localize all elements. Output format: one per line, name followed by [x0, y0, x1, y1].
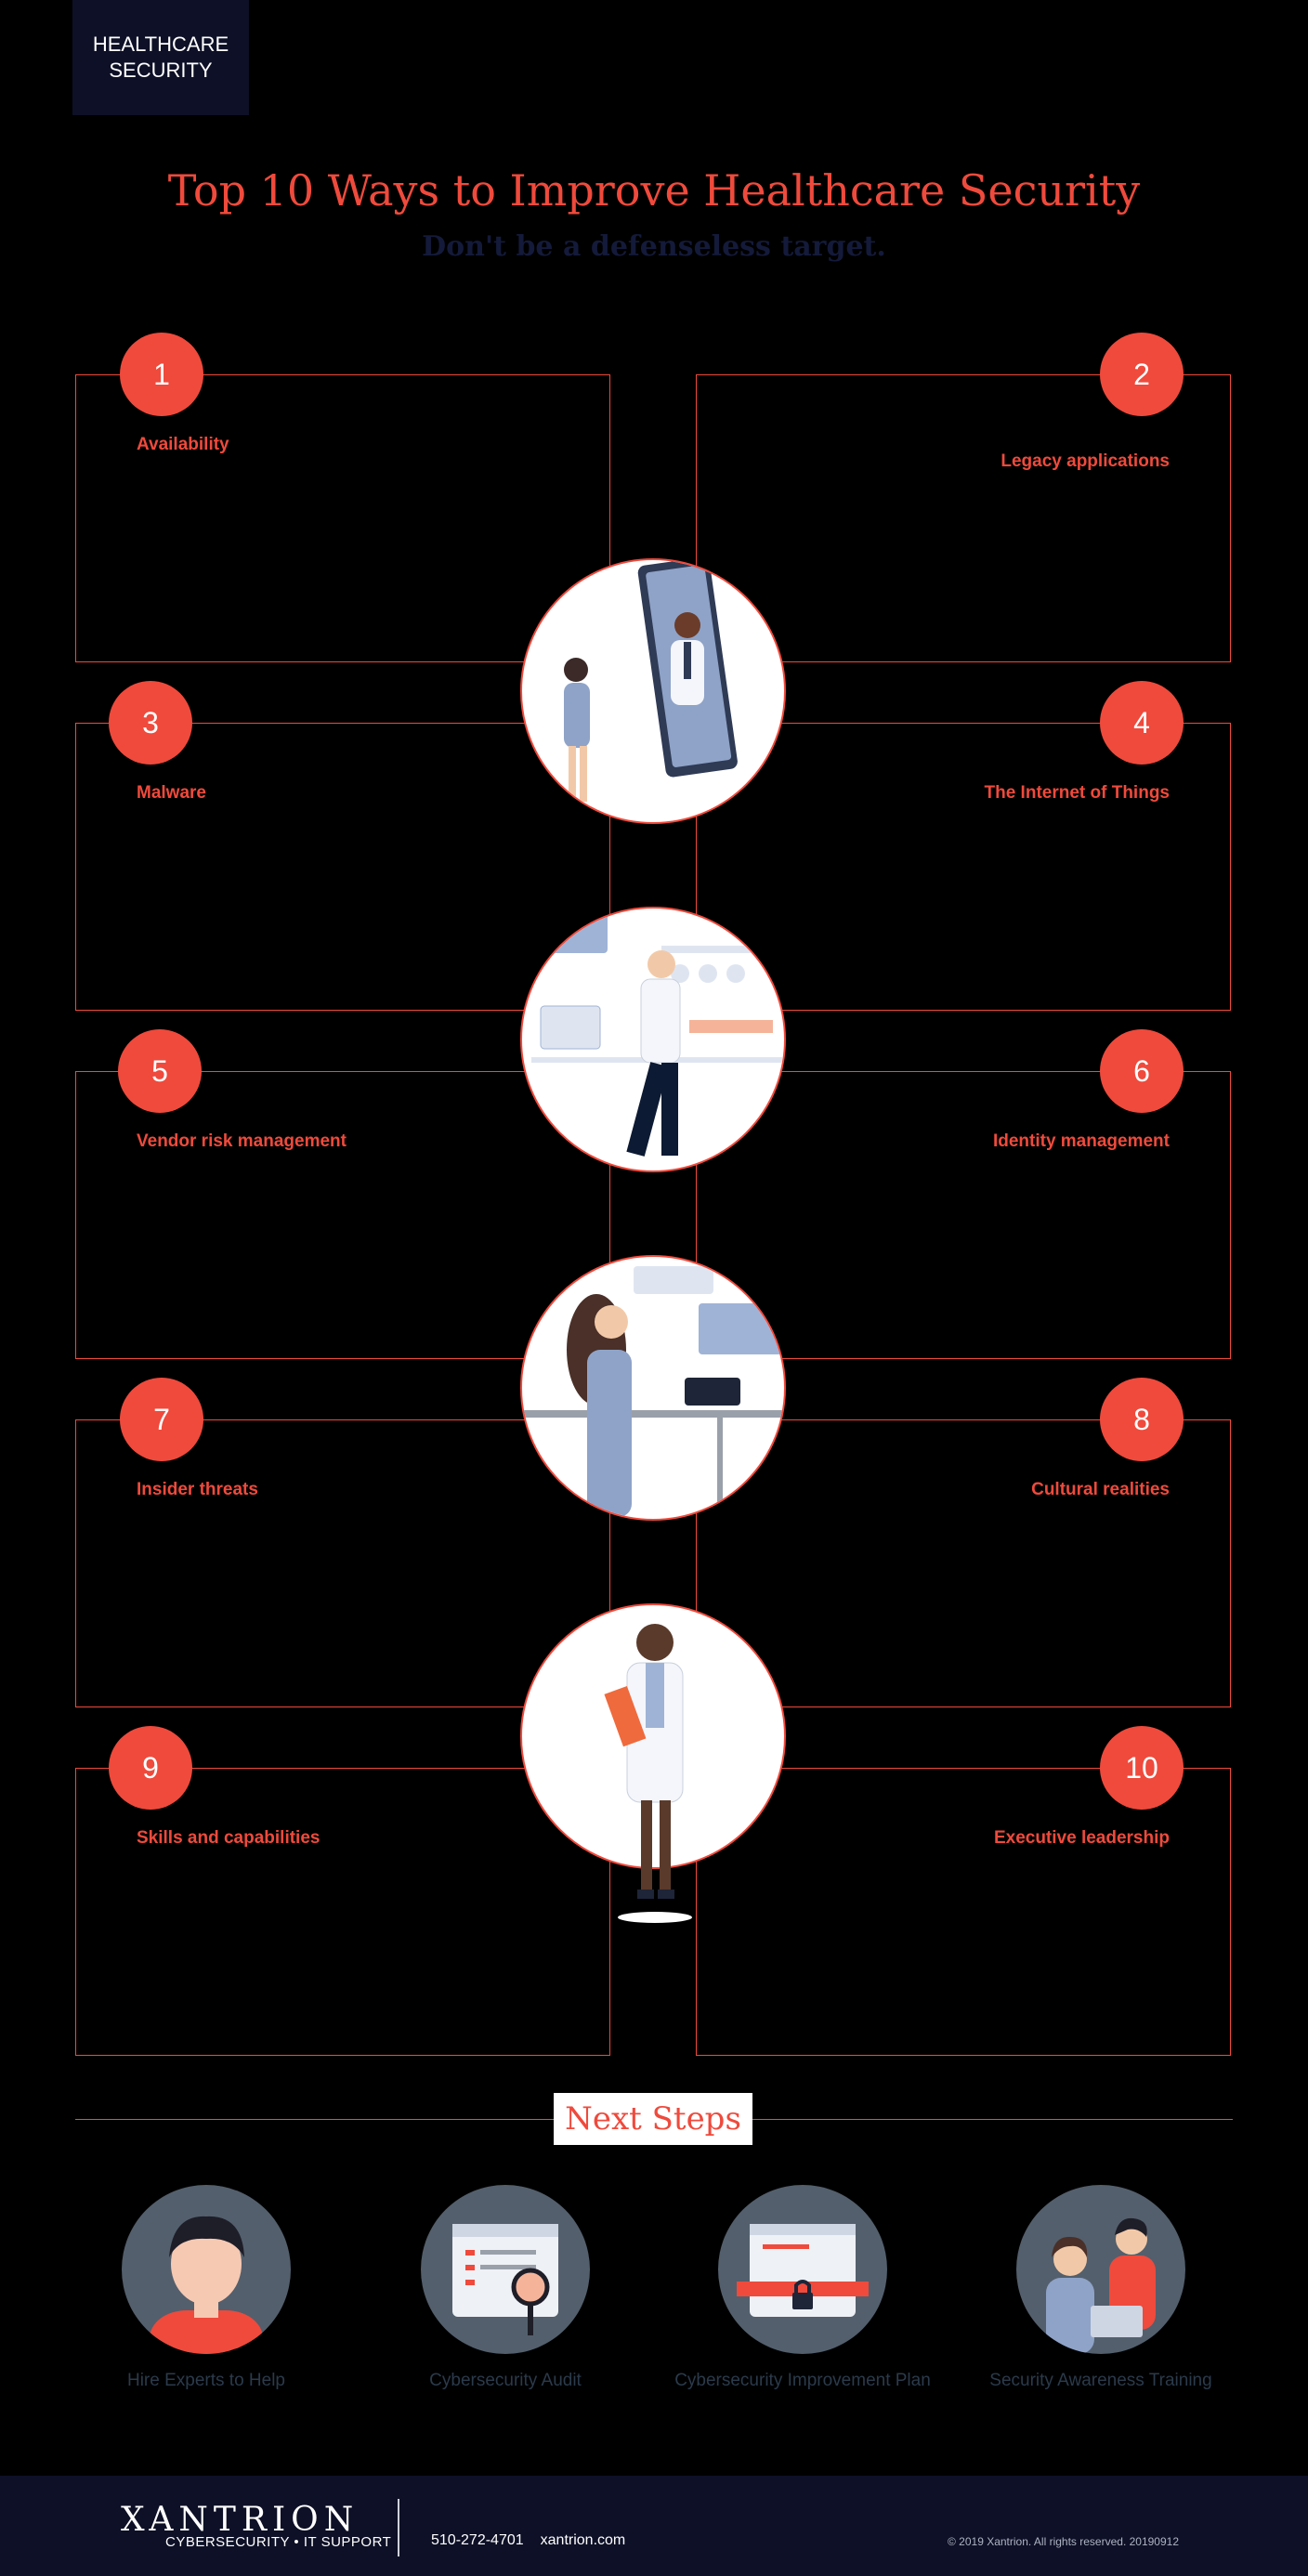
item-label-8: Cultural realities	[1031, 1480, 1170, 1499]
item-label-7: Insider threats	[137, 1480, 258, 1499]
item-label-1: Availability	[137, 435, 229, 454]
person-icon	[122, 2185, 291, 2354]
item-number-5: 5	[118, 1029, 202, 1113]
item-box-5	[75, 1071, 610, 1359]
item-number-9: 9	[109, 1726, 192, 1810]
item-label-3: Malware	[137, 783, 206, 803]
item-label-4: The Internet of Things	[984, 783, 1171, 803]
page-subtitle: Don't be a defenseless target.	[422, 230, 886, 263]
footer-website-link[interactable]: xantrion.com	[540, 2532, 626, 2548]
item-box-7	[75, 1419, 610, 1707]
item-number-6: 6	[1100, 1029, 1184, 1113]
clipboard-doctor-illustration	[520, 1603, 786, 1923]
telehealth-illustration	[520, 558, 786, 824]
item-label-9: Skills and capabilities	[137, 1828, 320, 1848]
step-label-hire-experts: Hire Experts to Help	[126, 2371, 285, 2390]
item-number-10: 10	[1100, 1726, 1184, 1810]
item-box-10	[696, 1768, 1231, 2056]
logo-tagline: CYBERSECURITY • IT SUPPORT	[165, 2534, 392, 2550]
tablet-nurse-illustration	[520, 1255, 786, 1521]
audit-magnifier-icon	[421, 2185, 590, 2354]
training-people-icon	[1016, 2185, 1185, 2354]
item-number-3: 3	[109, 681, 192, 765]
xantrion-logo: XANTRION	[121, 2501, 360, 2539]
plan-lock-icon	[718, 2185, 887, 2354]
badge-line-2: SECURITY	[109, 59, 213, 82]
item-box-4	[696, 723, 1231, 1011]
footer-divider	[398, 2499, 399, 2556]
section-badge: HEALTHCARE SECURITY	[72, 0, 249, 115]
item-box-2	[696, 374, 1231, 662]
item-label-2: Legacy applications	[1001, 451, 1170, 471]
item-number-2: 2	[1100, 333, 1184, 416]
footer-copyright: © 2019 Xantrion. All rights reserved. 20…	[948, 2535, 1179, 2548]
page-title: Top 10 Ways to Improve Healthcare Securi…	[167, 165, 1141, 216]
item-label-10: Executive leadership	[993, 1828, 1170, 1848]
item-number-8: 8	[1100, 1378, 1184, 1461]
lab-doctor-illustration	[520, 907, 786, 1172]
step-label-audit: Cybersecurity Audit	[429, 2371, 582, 2390]
item-box-3	[75, 723, 610, 1011]
footer	[0, 2476, 1308, 2576]
item-number-7: 7	[120, 1378, 203, 1461]
footer-contact: 510-272-4701 xantrion.com	[431, 2532, 625, 2549]
item-box-6	[696, 1071, 1231, 1359]
item-label-6: Identity management	[992, 1131, 1170, 1151]
item-label-5: Vendor risk management	[137, 1131, 347, 1151]
item-box-8	[696, 1419, 1231, 1707]
next-steps-title: Next Steps	[554, 2093, 752, 2145]
item-box-9	[75, 1768, 610, 2056]
footer-phone[interactable]: 510-272-4701	[431, 2532, 524, 2548]
item-number-4: 4	[1100, 681, 1184, 765]
badge-line-1: HEALTHCARE	[92, 33, 229, 56]
item-number-1: 1	[120, 333, 203, 416]
step-label-awareness-training: Security Awareness Training	[989, 2371, 1212, 2390]
step-label-improvement-plan: Cybersecurity Improvement Plan	[674, 2371, 931, 2390]
item-box-1	[75, 374, 610, 662]
